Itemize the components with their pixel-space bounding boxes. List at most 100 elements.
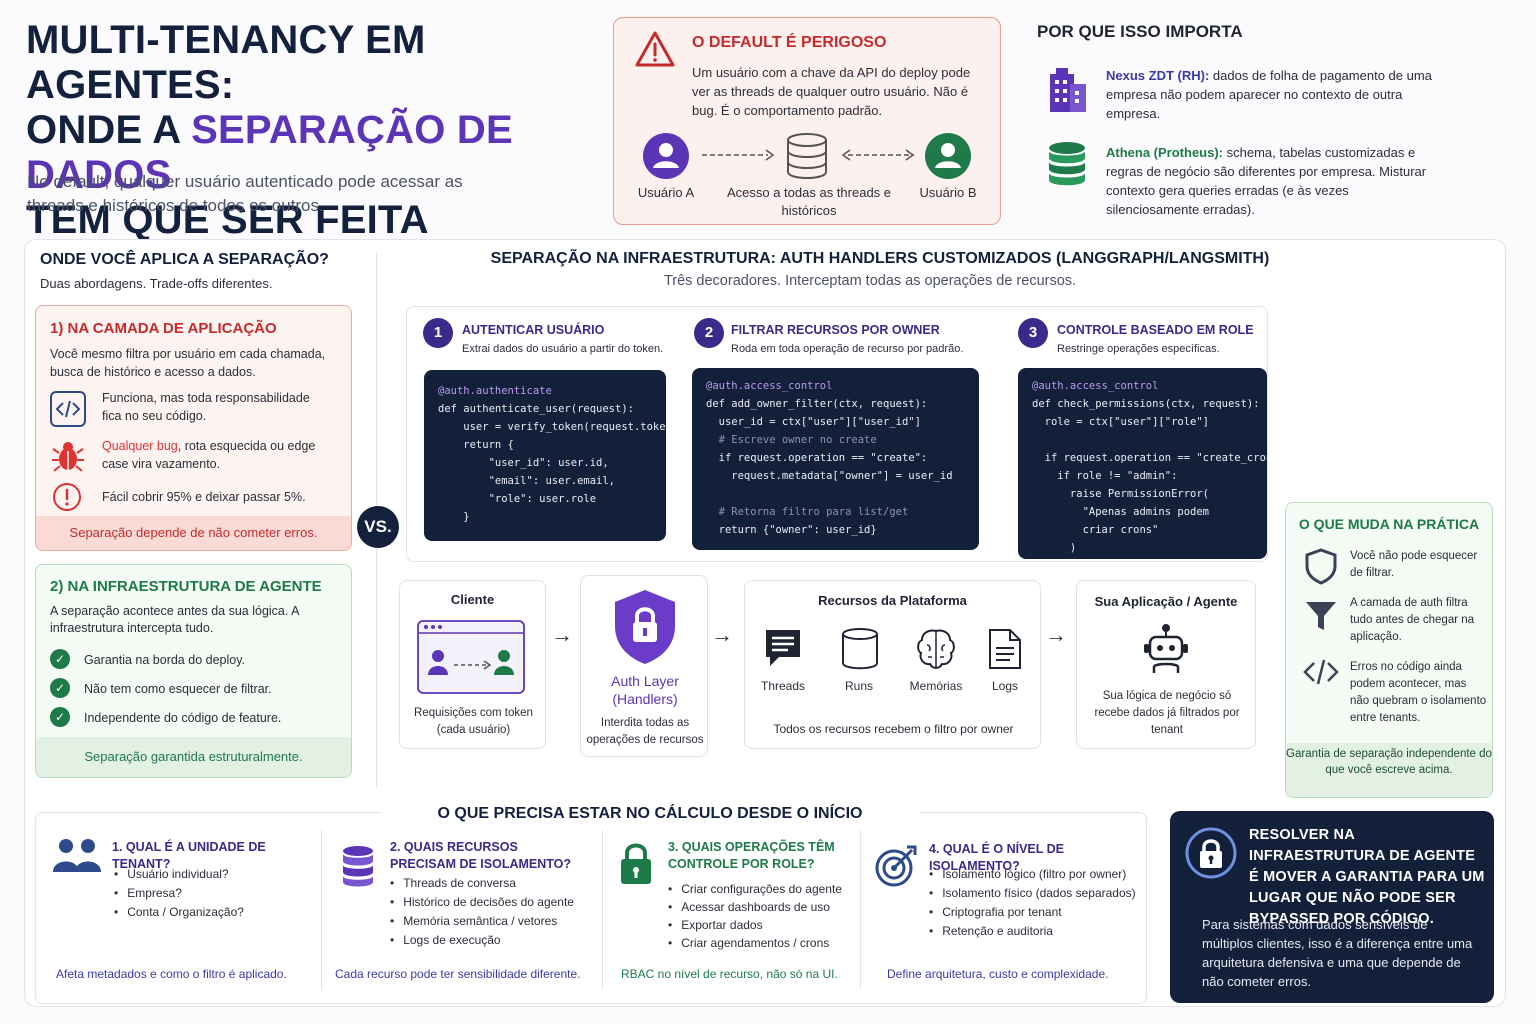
code-line (706, 485, 965, 503)
code-line: @auth.authenticate (438, 385, 552, 397)
client-title: Cliente (450, 592, 495, 607)
database-stack-icon (343, 846, 373, 887)
practice-footer: Garantia de separação independente do qu… (1286, 743, 1492, 797)
step-title: AUTENTICAR USUÁRIO (462, 323, 605, 337)
danger-title: O DEFAULT É PERIGOSO (692, 34, 887, 51)
practice-card: O QUE MUDA NA PRÁTICA Você não pode esqu… (1285, 502, 1493, 798)
code-line: role = ctx["user"]["role"] (1032, 416, 1210, 428)
title-line-2: ONDE A SEPARAÇÃO DE DADOS (26, 108, 606, 198)
all-threads-label: Acesso a todas as threads e históricos (726, 185, 892, 218)
athena-name: Athena (Protheus): (1106, 145, 1223, 160)
code-line: if request.operation == "create_cron": (1032, 452, 1267, 464)
resources-footer: Todos os recursos recebem o filtro por o… (773, 722, 1014, 736)
step-number: 1 (423, 318, 453, 348)
list-item: Empresa? (114, 884, 244, 903)
athena-text: schema, tabelas customizadas e regras de… (1106, 145, 1427, 217)
conclusion-card: RESOLVER NA INFRAESTRUTURA DE AGENTE É M… (1170, 811, 1494, 1003)
user-b-label: Usuário B (919, 185, 977, 200)
resource-label: Memórias (909, 679, 963, 693)
lock-icon (621, 843, 651, 884)
left-subheading: Duas abordagens. Trade-offs diferentes. (40, 276, 273, 291)
arrow-left-icon (841, 149, 915, 161)
list-item: Logs de execução (390, 931, 574, 950)
divider (602, 830, 603, 990)
practice-item-filter: Você não pode esquecer de filtrar. (1350, 550, 1478, 579)
document-icon (989, 629, 1021, 669)
infrastructure-layer-card: 2) NA INFRAESTRUTURA DE AGENTE A separaç… (35, 564, 352, 778)
step-description: Roda em toda operação de recurso por pad… (731, 343, 964, 355)
list-item: Conta / Organização? (114, 903, 244, 922)
brain-icon (917, 629, 955, 670)
infra-layer-footer: Separação garantida estruturalmente. (36, 737, 351, 777)
code-line: criar crons" (1032, 524, 1159, 536)
nexus-text: dados de folha de pagamento de uma empre… (1106, 68, 1432, 121)
code-line: return {"owner": user_id} (706, 524, 877, 536)
planning-footer: RBAC no nível de recurso, não só na UI. (621, 967, 838, 981)
page-title: MULTI-TENANCY EM AGENTES: ONDE A SEPARAÇ… (26, 18, 606, 243)
default-danger-card: O DEFAULT É PERIGOSO Um usuário com a ch… (613, 17, 1001, 225)
app-item-coverage: Fácil cobrir 95% e deixar passar 5%. (102, 490, 306, 504)
list-item: Histórico de decisões do agente (390, 893, 574, 912)
list-item: Threads de conversa (390, 874, 574, 893)
code-line: def check_permissions(ctx, request): (1032, 398, 1260, 410)
code-line: def authenticate_user(request): (438, 403, 634, 415)
step-description: Restringe operações específicas. (1057, 343, 1220, 355)
auth-layer-title: Auth Layer (Handlers) (611, 673, 679, 707)
list-item: Retenção e auditoria (929, 922, 1136, 941)
app-layer-footer: Separação depende de não cometer erros. (36, 516, 351, 550)
practice-title: O QUE MUDA NA PRÁTICA (1298, 516, 1480, 532)
code-line: @auth.access_control (706, 380, 833, 392)
conclusion-title: RESOLVER NA INFRAESTRUTURA DE AGENTE É M… (1249, 827, 1485, 927)
app-agent-title: Sua Aplicação / Agente (1094, 594, 1238, 609)
list-item: Memória semântica / vetores (390, 912, 574, 931)
list-item: Acessar dashboards de uso (668, 898, 842, 916)
check-icon: ✓ (50, 707, 70, 727)
auth-handlers-subheading: Três decoradores. Interceptam todas as o… (663, 273, 1077, 289)
target-icon (875, 845, 917, 887)
nexus-name: Nexus ZDT (RH): (1106, 68, 1210, 83)
planning-list: Usuário individual? Empresa? Conta / Org… (114, 865, 244, 922)
bug-text: , rota esquecida ou edge case vira vazam… (102, 439, 316, 471)
step-title: CONTROLE BASEADO EM ROLE (1057, 323, 1254, 337)
code-line: raise PermissionError( (1032, 488, 1210, 500)
resource-label: Threads (760, 679, 806, 693)
robot-icon (1144, 624, 1188, 673)
user-a-icon (643, 133, 689, 179)
why-title: POR QUE ISSO IMPORTA (1037, 22, 1243, 41)
application-layer-card: 1) NA CAMADA DE APLICAÇÃO Você mesmo fil… (35, 305, 352, 551)
code-line: "email": user.email, (438, 475, 616, 487)
warning-icon (635, 31, 675, 67)
code-line: # Retorna filtro para list/get (706, 506, 909, 518)
infra-item-filter: Não tem como esquecer de filtrar. (84, 682, 272, 696)
code-line: user_id = ctx["user"]["user_id"] (706, 416, 921, 428)
resource-label: Logs (991, 679, 1019, 693)
code-line: } (438, 511, 470, 523)
code-icon (50, 391, 86, 427)
check-icon: ✓ (50, 649, 70, 669)
platform-resources-box: Recursos da Plataforma Threads Runs Memó… (744, 580, 1041, 749)
step-number: 2 (694, 318, 724, 348)
app-agent-description: Sua lógica de negócio só recebe dados já… (1094, 690, 1240, 736)
arrow-right-icon: → (551, 622, 573, 647)
code-line: "Apenas admins podem (1032, 506, 1210, 518)
arrow-right-icon: → (711, 622, 733, 647)
code-line: "user_id": user.id, (438, 457, 609, 469)
step-number: 3 (1018, 318, 1048, 348)
planning-list: Isolamento lógico (filtro por owner) Iso… (929, 865, 1136, 941)
code-line: def add_owner_filter(ctx, request): (706, 398, 928, 410)
list-item: Usuário individual? (114, 865, 244, 884)
title-accent: SEPARAÇÃO DE DADOS (26, 108, 513, 197)
why-item-nexus: Nexus ZDT (RH): dados de folha de pagame… (1106, 66, 1436, 123)
application-agent-box: Sua Aplicação / Agente Sua lógica de neg… (1076, 580, 1256, 749)
arrow-right-icon (702, 149, 775, 161)
building-icon (1050, 68, 1086, 112)
app-layer-title: 1) NA CAMADA DE APLICAÇÃO (50, 320, 277, 337)
infra-item-independent: Independente do código de feature. (84, 711, 282, 725)
title-line-3: TEM QUE SER FEITA (26, 198, 429, 242)
divider (860, 830, 861, 990)
list-item: Criar agendamentos / crons (668, 934, 842, 952)
practice-item-auth: A camada de auth filtra tudo antes de ch… (1350, 597, 1475, 643)
check-icon: ✓ (50, 678, 70, 698)
planning-question-title: 3. QUAIS OPERAÇÕES TÊM CONTROLE POR ROLE… (668, 840, 835, 871)
